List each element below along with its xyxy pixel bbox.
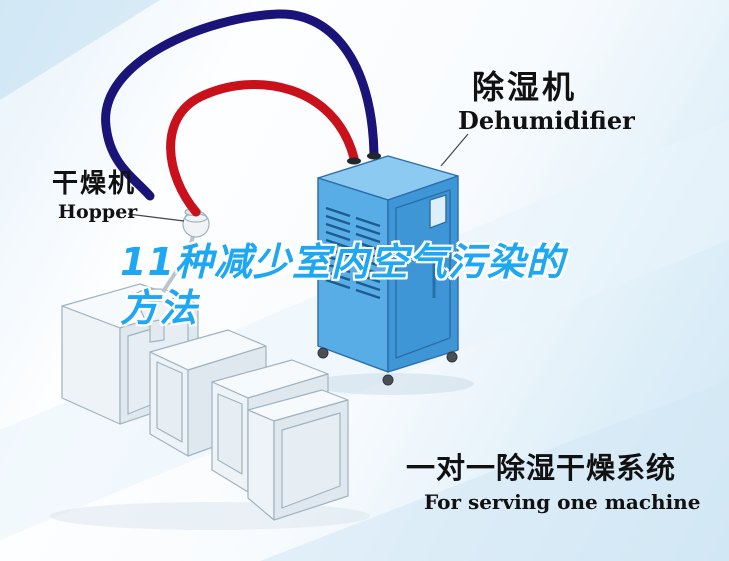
barrel-3-door bbox=[281, 412, 341, 509]
hopper-machine bbox=[61, 207, 349, 521]
pipe-navy-return-hose bbox=[101, 9, 379, 201]
hopper-label-cn: 干燥机 bbox=[52, 169, 137, 199]
barrel-2-door bbox=[217, 393, 243, 475]
barrel-1-door bbox=[156, 361, 183, 443]
hopper-machine-shadow bbox=[50, 502, 370, 530]
watermark-title: 11种减少室内空气污染的 方法 bbox=[120, 240, 565, 331]
watermark-line-1: 11种减少室内空气污染的 bbox=[120, 240, 565, 284]
hopper-label-en: Hopper bbox=[58, 201, 138, 223]
background-band-bottom bbox=[0, 380, 729, 561]
hopper-dryer-tube bbox=[161, 235, 195, 294]
leader-line-hopper bbox=[127, 213, 185, 222]
barrel-section-3 bbox=[247, 389, 349, 521]
watermark-line-2: 方法 bbox=[120, 285, 199, 330]
dehumidifier-unit bbox=[317, 155, 459, 386]
dehumidifier-side-face bbox=[387, 175, 459, 373]
dehumidifier-casters bbox=[317, 347, 458, 386]
dehumidifier-vents bbox=[325, 206, 381, 300]
system-label-en: For serving one machine bbox=[424, 490, 701, 514]
pipe-fitting-navy bbox=[367, 152, 381, 160]
pipe-fitting-red bbox=[347, 157, 361, 165]
dehumidifier-label-en: Dehumidifier bbox=[458, 106, 635, 135]
hopper-funnel bbox=[135, 288, 177, 343]
system-label-cn: 一对一除湿干燥系统 bbox=[406, 451, 677, 485]
dehumidifier-shadow bbox=[310, 373, 474, 395]
dehumidifier-control-panel bbox=[429, 194, 447, 229]
leader-line-dehumidifier bbox=[440, 133, 469, 167]
background-wedge-top-left bbox=[0, 0, 160, 100]
pipe-red-supply-hose bbox=[166, 80, 359, 217]
dehumidifier-door bbox=[395, 189, 451, 359]
dehumidifier-label-cn: 除湿机 bbox=[472, 68, 578, 106]
